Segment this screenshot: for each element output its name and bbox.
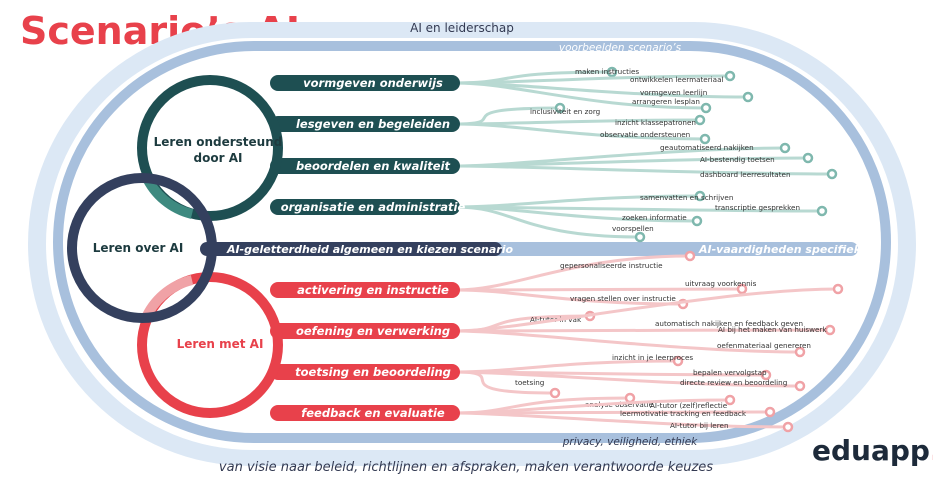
leaf-label: directe review en beoordeling — [680, 378, 787, 387]
circle-about-ai — [67, 173, 217, 323]
category-label: oefening en verwerking — [296, 324, 450, 338]
leaf-label: leermotivatie tracking en feedback — [620, 409, 747, 418]
category-pill — [270, 116, 460, 132]
leaf-label: AI-tutor (zelf)reflectie — [650, 401, 728, 410]
category-label: organisatie en administratie — [281, 200, 466, 214]
leaf-label: AI bij het maken van huiswerk — [718, 325, 827, 334]
leaf-label: automatisch nakijken en feedback geven — [655, 319, 803, 328]
category-label: activering en instructie — [297, 283, 449, 297]
leaf-end-dot — [764, 406, 776, 418]
leaf-end-dot — [816, 205, 828, 217]
inner-ring — [53, 41, 891, 443]
category-pill — [270, 158, 460, 174]
leaf-end-dot — [782, 421, 794, 433]
leaf-line — [455, 329, 801, 354]
leaf-end-dot — [694, 190, 706, 202]
leaf-label: observatie ondersteunen — [600, 130, 690, 139]
brand-logo: eduapp. — [812, 434, 933, 467]
leaf-label: arrangeren lesplan — [632, 97, 700, 106]
leaf-end-dot — [736, 283, 748, 295]
leaf-end-dot — [684, 250, 696, 262]
category-pill — [270, 323, 460, 339]
leaf-end-dot — [549, 387, 561, 399]
leaf-line — [455, 370, 801, 388]
leaf-end-dot — [691, 215, 703, 227]
middle-bar-right-label: AI-vaardigheden specifiek — [698, 243, 862, 256]
leaf-label: maken instructies — [575, 67, 639, 76]
leaf-label: vragen stellen over instructie — [570, 294, 676, 303]
leaf-end-dot — [794, 346, 806, 358]
category-pill — [270, 405, 460, 421]
leaf-label: uitvraag voorkennis — [685, 279, 757, 288]
leaf-label: AI-bestendig toetsen — [700, 155, 775, 164]
leaf-end-dot — [700, 102, 712, 114]
leaf-line — [455, 205, 641, 239]
leaf-label: oefenmateriaal genereren — [717, 341, 811, 350]
leaf-label: toetsing — [515, 378, 544, 387]
category-label: beoordelen en kwaliteit — [296, 159, 451, 173]
leaf-label: zoeken informatie — [622, 213, 687, 222]
leaf-end-dot — [699, 133, 711, 145]
leaf-end-dot — [724, 394, 736, 406]
leaf-line — [455, 411, 789, 429]
category-pill — [270, 364, 460, 380]
middle-bar-left — [200, 242, 502, 256]
leaf-line — [455, 81, 707, 110]
leaf-end-dot — [742, 91, 754, 103]
category-pills: vormgeven onderwijs lesgeven en begeleide… — [270, 75, 465, 421]
leaf-end-dot — [672, 355, 684, 367]
circle-supported-by-ai — [137, 75, 283, 221]
leaf-line — [455, 288, 684, 306]
leaf-label: gepersonaliseerde instructie — [560, 261, 663, 270]
circle-middle-label: Leren over AI — [93, 241, 184, 255]
leaf-label: ontwikkelen leermateriaal — [630, 75, 723, 84]
circle-bottom-label: Leren met AI — [177, 337, 264, 351]
leaf-label: bepalen vervolgstap — [693, 368, 767, 377]
category-label: vormgeven onderwijs — [303, 76, 443, 90]
leaf-label: samenvatten en schrijven — [640, 193, 733, 202]
circle-top-label-line1: Leren ondersteund — [154, 135, 283, 149]
leaf-end-dot — [694, 114, 706, 126]
category-label: feedback en evaluatie — [301, 406, 445, 420]
leaf-end-dot — [779, 142, 791, 154]
inner-band-label: voorbeelden scenario’s — [559, 42, 682, 54]
privacy-label: privacy, veiligheid, ethiek — [562, 436, 698, 448]
category-pill — [270, 282, 460, 298]
category-pill — [270, 75, 460, 91]
leaf-label: dashboard leerresultaten — [700, 170, 791, 179]
middle-bar-left-label: AI-geletterdheid algemeen en kiezen scen… — [226, 243, 514, 256]
leaf-label: AI-tutor bij leren — [670, 421, 729, 430]
leaf-end-dot — [794, 380, 806, 392]
leaf-label: geautomatiseerd nakijken — [660, 143, 754, 152]
leaf-label: inzicht klassepatronen — [615, 118, 696, 127]
leaf-line — [455, 370, 556, 395]
outer-band-label: AI en leiderschap — [410, 21, 514, 35]
leaf-end-dot — [634, 231, 646, 243]
leaf-end-dot — [554, 102, 566, 114]
leaf-line — [455, 122, 706, 141]
leaf-line — [455, 287, 839, 333]
circle-top-label-line2: door AI — [194, 151, 243, 165]
leaf-end-dot — [760, 369, 772, 381]
category-label: toetsing en beoordeling — [295, 365, 451, 379]
leaf-label: transcriptie gesprekken — [715, 203, 800, 212]
category-label: lesgeven en begeleiden — [296, 117, 450, 131]
leaf-end-dot — [826, 168, 838, 180]
leaf-end-dot — [724, 70, 736, 82]
leaf-label: inzicht in je leerproces — [612, 353, 693, 362]
leaf-end-dot — [824, 324, 836, 336]
leaf-end-dot — [832, 283, 844, 295]
leaf-line — [455, 164, 833, 176]
leaf-end-dot — [802, 152, 814, 164]
leaf-line — [455, 287, 743, 292]
leaf-label: vormgeven leerlijn — [640, 88, 707, 97]
category-pill — [270, 199, 460, 215]
leaf-label: inclusiviteit en zorg — [530, 107, 600, 116]
leaf-label: voorspellen — [612, 224, 654, 233]
leaf-end-dot — [606, 66, 618, 78]
footer-label: van visie naar beleid, richtlijnen en af… — [219, 460, 713, 475]
